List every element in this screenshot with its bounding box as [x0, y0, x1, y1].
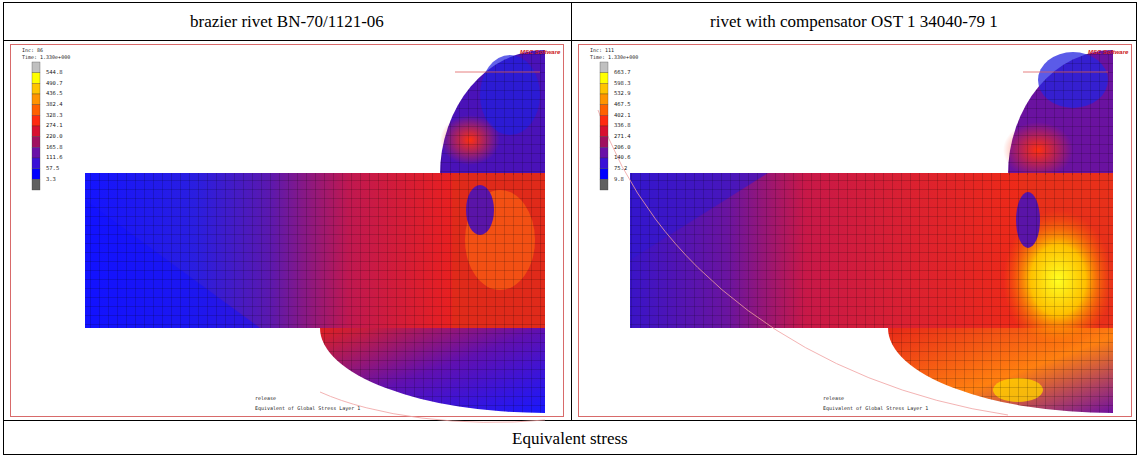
scale-value: 382.4: [46, 102, 63, 108]
scale-value: 165.8: [46, 145, 63, 151]
software-logo: MSC Software: [520, 49, 560, 55]
scale-value: 274.1: [46, 123, 63, 129]
scale-value: 220.0: [46, 134, 63, 140]
scale-value: 532.9: [614, 91, 631, 97]
table-caption: Equivalent stress: [512, 430, 628, 447]
time-label: Time: 1.330e+000: [590, 55, 638, 60]
scale-value: 402.1: [614, 113, 631, 119]
scale-value: 336.8: [614, 123, 631, 129]
scale-value: 328.3: [46, 113, 63, 119]
scale-value: 490.7: [46, 81, 63, 87]
software-logo: MSC Software: [1088, 49, 1128, 55]
plot-title: Equivalent of Global Stress Layer 1: [255, 406, 360, 411]
scale-value: 111.6: [46, 155, 63, 161]
increment-label: Inc: 86: [22, 48, 43, 53]
scale-value: 75.2: [614, 166, 627, 172]
right-plot: [579, 45, 1132, 417]
step-label: release: [823, 396, 844, 401]
scale-value: 271.4: [614, 134, 631, 140]
scale-value: 467.5: [614, 102, 631, 108]
step-label: release: [255, 396, 276, 401]
scale-value: 57.5: [46, 166, 59, 172]
scale-value: 140.6: [614, 155, 631, 161]
column-header: brazier rivet BN-70/1121-06: [190, 13, 384, 30]
scale-value: 598.3: [614, 81, 631, 87]
column-header: rivet with compensator OST 1 34040-79 1: [710, 13, 998, 30]
scale-value: 3.3: [46, 177, 56, 183]
scale-value: 9.8: [614, 177, 624, 183]
left-plot: [11, 45, 564, 423]
scale-value: 544.8: [46, 70, 63, 76]
scale-value: 436.5: [46, 91, 63, 97]
increment-label: Inc: 111: [590, 48, 614, 53]
plot-title: Equivalent of Global Stress Layer 1: [823, 406, 928, 411]
time-label: Time: 1.330e+000: [22, 55, 70, 60]
scale-value: 206.0: [614, 145, 631, 151]
scale-value: 663.7: [614, 70, 631, 76]
